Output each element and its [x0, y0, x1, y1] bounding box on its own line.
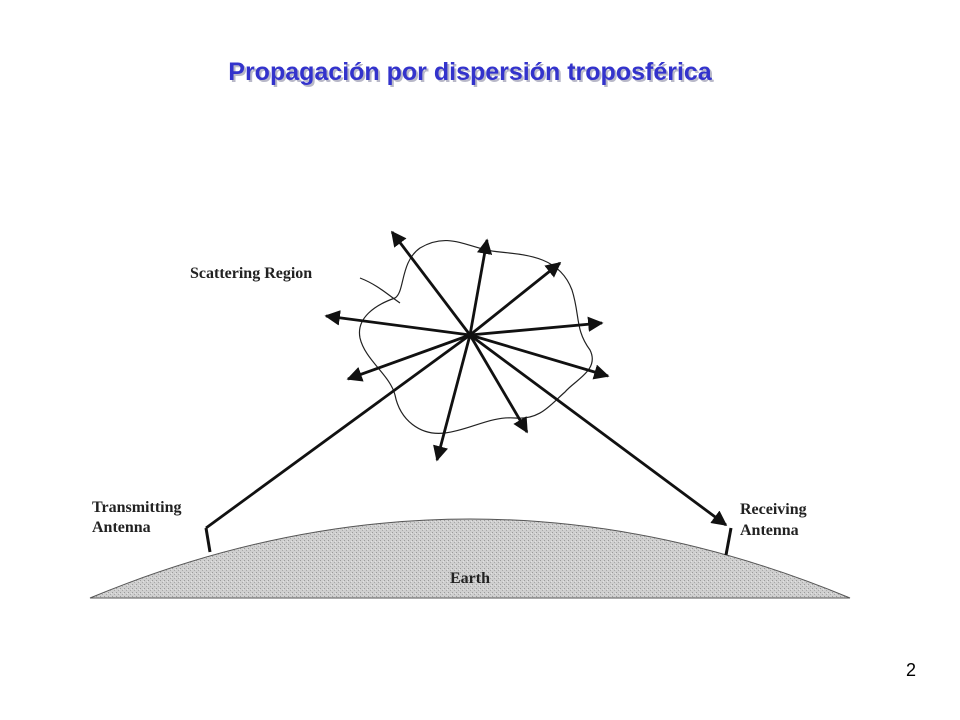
- scattered-ray-left-low: [346, 333, 471, 382]
- earth-label: Earth: [450, 570, 490, 587]
- transmitting-label-line1: Transmitting: [92, 499, 181, 516]
- scattered-ray-left: [324, 310, 471, 337]
- scattering-leader-line: [359, 277, 401, 304]
- scattered-ray-up: [468, 238, 493, 336]
- receiving-label-line2: Antenna: [740, 522, 799, 539]
- transmitting-antenna: [204, 527, 212, 553]
- scattered-ray-down-right: [469, 333, 610, 380]
- scattered-ray-down-left: [433, 334, 472, 462]
- earth-surface: [89, 518, 851, 599]
- receiving-antenna: [724, 527, 733, 556]
- scattered-ray-up-left: [390, 230, 472, 336]
- transmitting-label-line2: Antenna: [92, 519, 151, 536]
- scattering-region-label: Scattering Region: [190, 265, 312, 282]
- received-ray: [469, 333, 728, 527]
- page-number: 2: [905, 660, 916, 680]
- scattered-ray-right: [469, 316, 604, 337]
- receiving-label-line1: Receiving: [740, 501, 807, 518]
- incident-ray: [205, 333, 471, 530]
- scattered-ray-down: [468, 334, 529, 434]
- slide-title: Propagación por dispersión troposférica: [228, 58, 712, 86]
- scattered-ray-up-right: [469, 261, 562, 337]
